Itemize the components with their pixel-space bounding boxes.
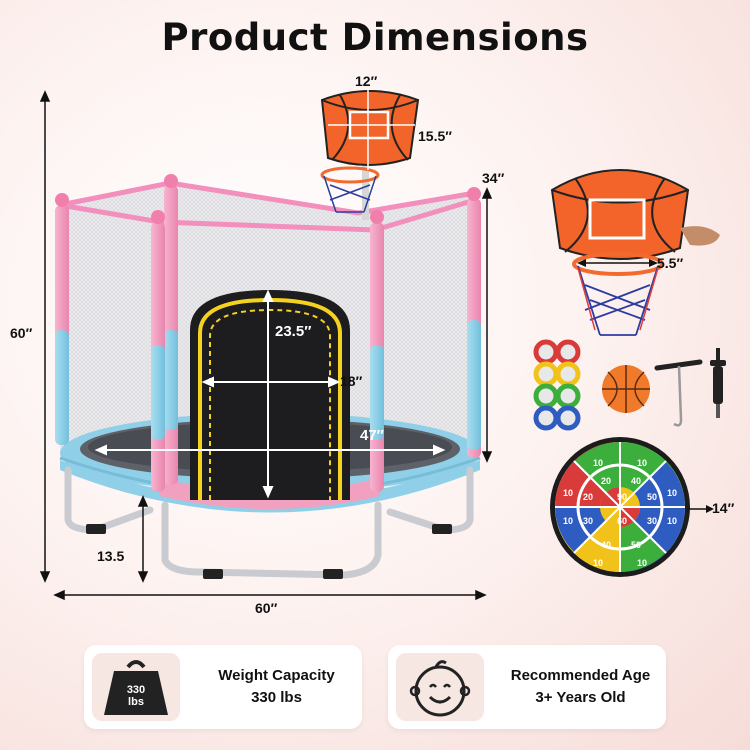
product-illustration: 10 10 10 10 10 10 10 10 20 40 50 30 40 5…	[39, 90, 726, 601]
weight-capacity-card: 330 lbs Weight Capacity 330 lbs	[84, 645, 362, 729]
door-dimension-lines	[94, 289, 446, 499]
rim-diameter-label: 5.5″	[657, 255, 684, 271]
weight-icon-unit: lbs	[128, 696, 144, 708]
dart-score: 40	[631, 476, 641, 486]
mat-diameter-label: 47″	[360, 427, 384, 444]
air-pump	[710, 348, 726, 418]
backboard-width-label: 12″	[355, 73, 378, 89]
dartboard: 10 10 10 10 10 10 10 10 20 40 50 30 40 5…	[550, 437, 714, 577]
dart-score: 10	[667, 516, 677, 526]
dart-score: 50	[647, 492, 657, 502]
dart-score: 40	[601, 540, 611, 550]
dart-score: 30	[647, 516, 657, 526]
recommended-age-heading: Recommended Age	[510, 667, 651, 684]
dartboard-diameter-label: 14″	[712, 500, 735, 516]
baby-face-icon	[409, 660, 471, 717]
mini-basketball	[602, 365, 650, 413]
weight-capacity-heading: Weight Capacity	[218, 667, 335, 684]
dart-score: 20	[583, 492, 593, 502]
weight-icon	[104, 660, 168, 715]
t-handle-tool	[654, 359, 703, 427]
weight-icon-number: 330	[126, 684, 146, 696]
dart-score: 10	[563, 516, 573, 526]
hoop-top-height-label: 34″	[482, 170, 505, 186]
sticky-balls	[533, 339, 581, 431]
dart-score: 10	[637, 558, 647, 568]
dart-score: 50	[631, 540, 641, 550]
door-width-label: 18″	[340, 373, 363, 389]
entry-door	[190, 290, 350, 500]
recommended-age-value: 3+ Years Old	[535, 689, 626, 706]
page-title: Product Dimensions	[161, 16, 589, 59]
mounted-basketball-hoop	[320, 90, 420, 220]
backboard-height-label: 15.5″	[418, 128, 452, 144]
dimension-lines	[39, 90, 493, 601]
leg-height-label: 13.5	[97, 548, 125, 564]
dart-score: 10	[593, 558, 603, 568]
weight-capacity-value: 330 lbs	[251, 689, 302, 706]
total-height-label: 60″	[10, 325, 33, 341]
dart-score: 60	[617, 516, 627, 526]
total-width-label: 60″	[255, 600, 278, 616]
dart-score: 30	[583, 516, 593, 526]
dart-score: 20	[601, 476, 611, 486]
dart-score: 10	[593, 458, 603, 468]
dart-score: 90	[617, 492, 627, 502]
baby-icon-box	[396, 653, 484, 721]
top-rail	[59, 180, 476, 216]
basketball-hoop-accessory	[550, 169, 720, 336]
dart-score: 10	[563, 488, 573, 498]
weight-icon-text: 330 lbs	[92, 684, 180, 708]
door-height-label: 23.5″	[275, 323, 312, 340]
dart-score: 10	[667, 488, 677, 498]
recommended-age-card: Recommended Age 3+ Years Old	[388, 645, 666, 729]
dart-score: 10	[637, 458, 647, 468]
weight-icon-box: 330 lbs	[92, 653, 180, 721]
